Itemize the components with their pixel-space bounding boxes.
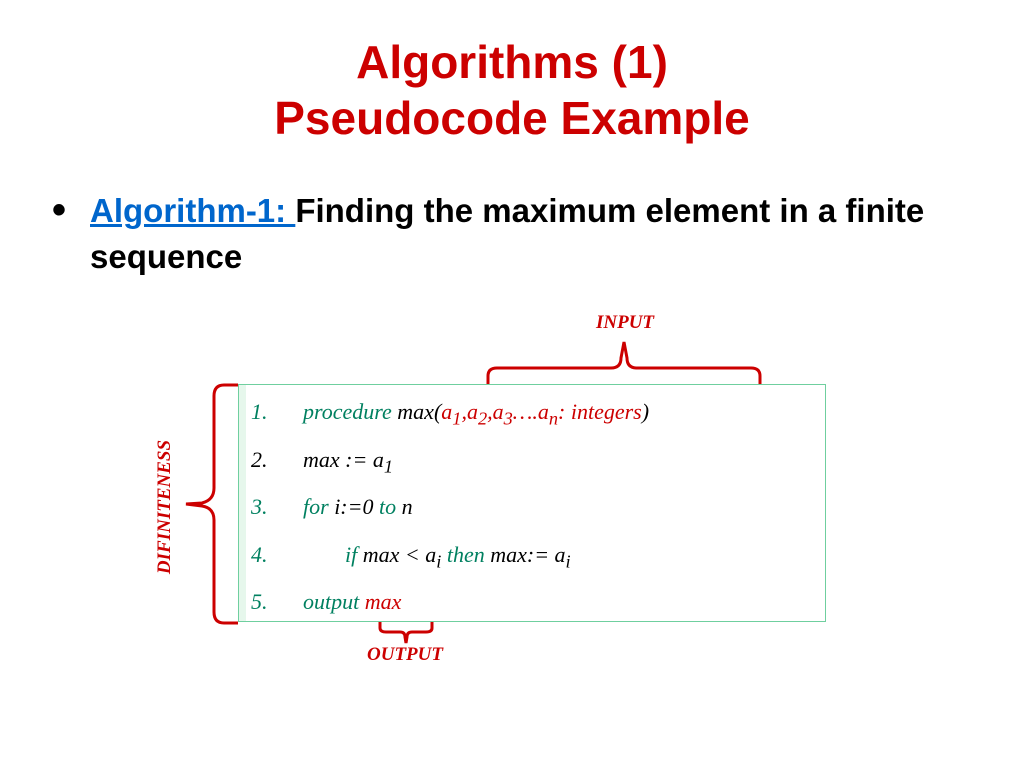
keyword-then: then: [446, 542, 485, 567]
loop-end: n: [401, 494, 413, 519]
output-label: OUTPUT: [367, 644, 443, 665]
keyword-for: for: [303, 494, 329, 519]
slide-title: Algorithms (1) Pseudocode Example: [0, 34, 1024, 146]
code-line-4: 4.if max < ai then max:= ai: [251, 542, 571, 572]
line-number: 1.: [251, 399, 268, 424]
title-line-2: Pseudocode Example: [274, 92, 750, 144]
condition: max < a: [362, 542, 437, 567]
line-number: 2.: [251, 447, 268, 472]
input-label: INPUT: [595, 312, 655, 333]
keyword-if: if: [345, 542, 358, 567]
input-brace-icon: [486, 341, 762, 390]
param-a1-sub: 1: [452, 408, 462, 429]
keyword-to: to: [378, 494, 397, 519]
param-a2: a: [466, 399, 478, 424]
assign-statement: max := a: [303, 447, 384, 472]
line-number: 3.: [251, 494, 268, 519]
param-a3-sub: 3: [503, 408, 513, 429]
keyword-output: output: [303, 589, 360, 614]
algorithm-link[interactable]: Algorithm-1:: [90, 192, 296, 229]
comma-1: ,: [461, 399, 467, 424]
code-line-5: 5. output max: [251, 589, 401, 615]
title-line-1: Algorithms (1): [356, 36, 668, 88]
code-line-1: 1.procedure max(a1,a2,a3….an: integers): [251, 399, 649, 429]
param-ellipsis: ….: [512, 399, 538, 424]
function-name: max(: [397, 399, 442, 424]
condition-sub: i: [436, 551, 442, 572]
output-var: max: [364, 589, 402, 614]
keyword-procedure: procedure: [303, 399, 392, 424]
bullet-text-block: Algorithm-1: Finding the maximum element…: [90, 188, 992, 280]
param-a1: a: [441, 399, 453, 424]
output-brace-icon: [378, 622, 434, 644]
code-gutter: [239, 385, 246, 621]
loop-init: i:=0: [334, 494, 374, 519]
code-line-2: 2. max := a1: [251, 447, 393, 477]
param-a3: a: [492, 399, 504, 424]
line-number: 4.: [251, 542, 268, 567]
definiteness-label: DIFINITENESS: [154, 439, 175, 575]
then-statement: max:= a: [490, 542, 566, 567]
param-an: a: [537, 399, 549, 424]
bullet-description: Finding the maximum element in a finite …: [90, 192, 925, 275]
then-sub: i: [565, 551, 571, 572]
param-a2-sub: 2: [477, 408, 488, 429]
definiteness-brace-icon: [185, 383, 238, 625]
bullet-item: • Algorithm-1: Finding the maximum eleme…: [52, 188, 992, 280]
line-number: 5.: [251, 589, 268, 614]
param-an-sub: n: [548, 408, 559, 429]
code-line-3: 3. for i:=0 to n: [251, 494, 413, 520]
param-type: : integers: [558, 399, 642, 424]
assign-sub: 1: [383, 456, 393, 477]
comma-2: ,: [487, 399, 493, 424]
close-paren: ): [641, 399, 650, 424]
pseudocode-box: 1.procedure max(a1,a2,a3….an: integers) …: [238, 384, 826, 622]
bullet-icon: •: [52, 188, 67, 232]
